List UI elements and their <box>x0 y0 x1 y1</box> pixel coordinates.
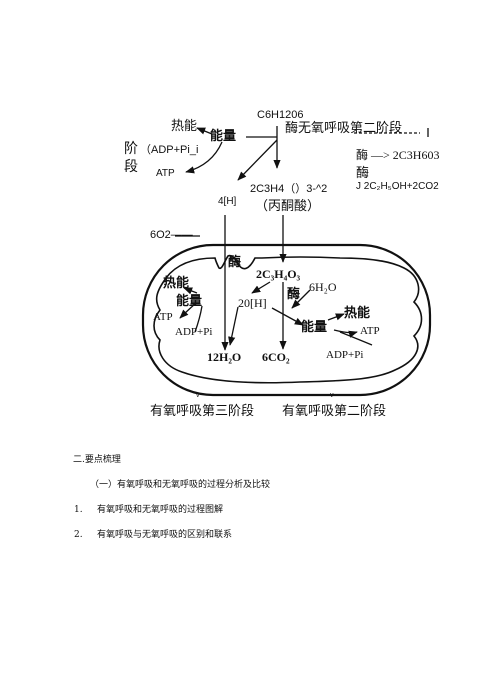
lactate-route: 酶 —> 2C3H603 <box>356 148 440 162</box>
section-heading: 二.要点梳理 <box>73 455 121 465</box>
energy-label-top: 能量 <box>210 128 237 143</box>
v-mark-left: v <box>196 392 200 399</box>
glucose-diagonal-line <box>237 139 278 181</box>
aerobic-lines <box>175 215 373 351</box>
aerobic-stage3-caption: 有氧呼吸第三阶段 <box>150 403 255 418</box>
co2-label: 6CO₂ <box>262 350 290 364</box>
h20-to-water <box>228 306 239 346</box>
pyruvate-to-h20 <box>251 281 271 294</box>
pyruvate-formula-top: 2C3H4（）3-^2 <box>250 183 328 195</box>
adp-pi-label-right: ADP+Pi <box>326 349 364 361</box>
energy-to-atp-curve <box>185 141 223 174</box>
stage-label-char-2: 段 <box>124 160 138 175</box>
enzyme-label-top: 酶 <box>356 165 370 180</box>
anaerobic-lines <box>185 126 429 181</box>
water-output-label: 12H₂O <box>207 350 242 364</box>
heat-label-top: 热能 <box>171 118 198 133</box>
ethanol-route: J 2C₂H₅OH+2CO2 <box>356 181 439 192</box>
atp-label-right: ATP <box>360 325 380 337</box>
heat-label-right: 热能 <box>344 305 371 320</box>
energy-to-heat-right <box>327 313 345 321</box>
item2-text: 有氧呼吸与无氧呼吸的区别和联系 <box>97 530 233 540</box>
item1-text: 有氧呼吸和无氧呼吸的过程图解 <box>97 505 224 515</box>
energy-to-heat-arrow <box>196 127 213 135</box>
atp-label-top: ATP <box>156 168 175 179</box>
energy-label-left: 能量 <box>176 293 203 308</box>
water-in-arrow <box>291 289 311 309</box>
stage-label-char-1: 阶 <box>124 142 138 157</box>
aerobic-stage2-caption: 有氧呼吸第二阶段 <box>282 403 387 418</box>
anaerobic-stage2-title: 酶无氧呼吸第二阶段 <box>285 120 403 135</box>
item1-number: 1. <box>74 505 83 515</box>
energy-to-heat-left <box>183 287 198 295</box>
energy-to-atp-left <box>179 302 197 319</box>
item2-number: 2. <box>74 530 83 540</box>
enzyme-cell-top: 酶 <box>228 254 242 269</box>
h20-label: 20[H] <box>238 296 267 310</box>
adp-pi-label-top: （ADP+Pi_i <box>140 144 199 156</box>
energy-to-atp-right <box>333 329 358 338</box>
subsection-heading: （一）有氧呼吸和无氧呼吸的过程分析及比较 <box>90 480 271 490</box>
cell-outline <box>141 243 432 397</box>
water-input-label: 6H₂O <box>309 280 337 294</box>
oxygen-label: 6O2—— <box>150 229 193 241</box>
adp-to-energy-right <box>339 331 373 346</box>
v-mark-right: v <box>330 392 334 399</box>
atp-label-left: ATP <box>153 311 173 323</box>
four-h-label: 4[H] <box>218 196 237 207</box>
adp-to-energy-left <box>194 305 203 333</box>
inner-membrane <box>153 254 423 384</box>
pyruvate-in-cell: 2C₃H₄O₃ <box>256 267 301 281</box>
enzyme-cell-mid: 酶 <box>287 286 301 301</box>
energy-label-right: 能量 <box>301 319 328 334</box>
adp-pi-label-left: ADP+Pi <box>175 326 213 338</box>
pyruvate-name: （丙酮酸） <box>255 198 321 213</box>
glucose-formula: C6H1206 <box>257 109 304 121</box>
heat-label-left: 热能 <box>163 275 190 290</box>
outer-membrane <box>141 243 432 397</box>
co2-to-energy <box>271 307 304 326</box>
